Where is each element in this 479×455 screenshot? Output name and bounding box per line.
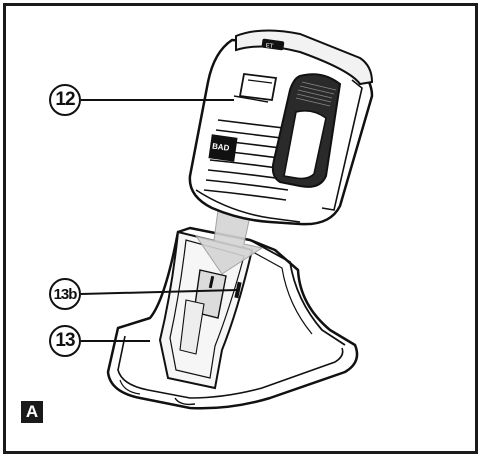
figure-frame <box>3 3 478 454</box>
figure-label: A <box>21 401 43 423</box>
leader-lines <box>80 99 238 342</box>
svg-text:ET: ET <box>265 43 274 50</box>
callout-13: 13 <box>49 325 81 357</box>
callout-13b: 13b <box>49 278 81 310</box>
leader-line-13b <box>80 289 238 295</box>
charging-base <box>106 226 359 410</box>
callout-12: 12 <box>49 84 81 116</box>
insert-arrow <box>194 209 264 275</box>
device-badge-text: BAD <box>212 142 231 153</box>
handheld-device: ET <box>188 29 374 226</box>
